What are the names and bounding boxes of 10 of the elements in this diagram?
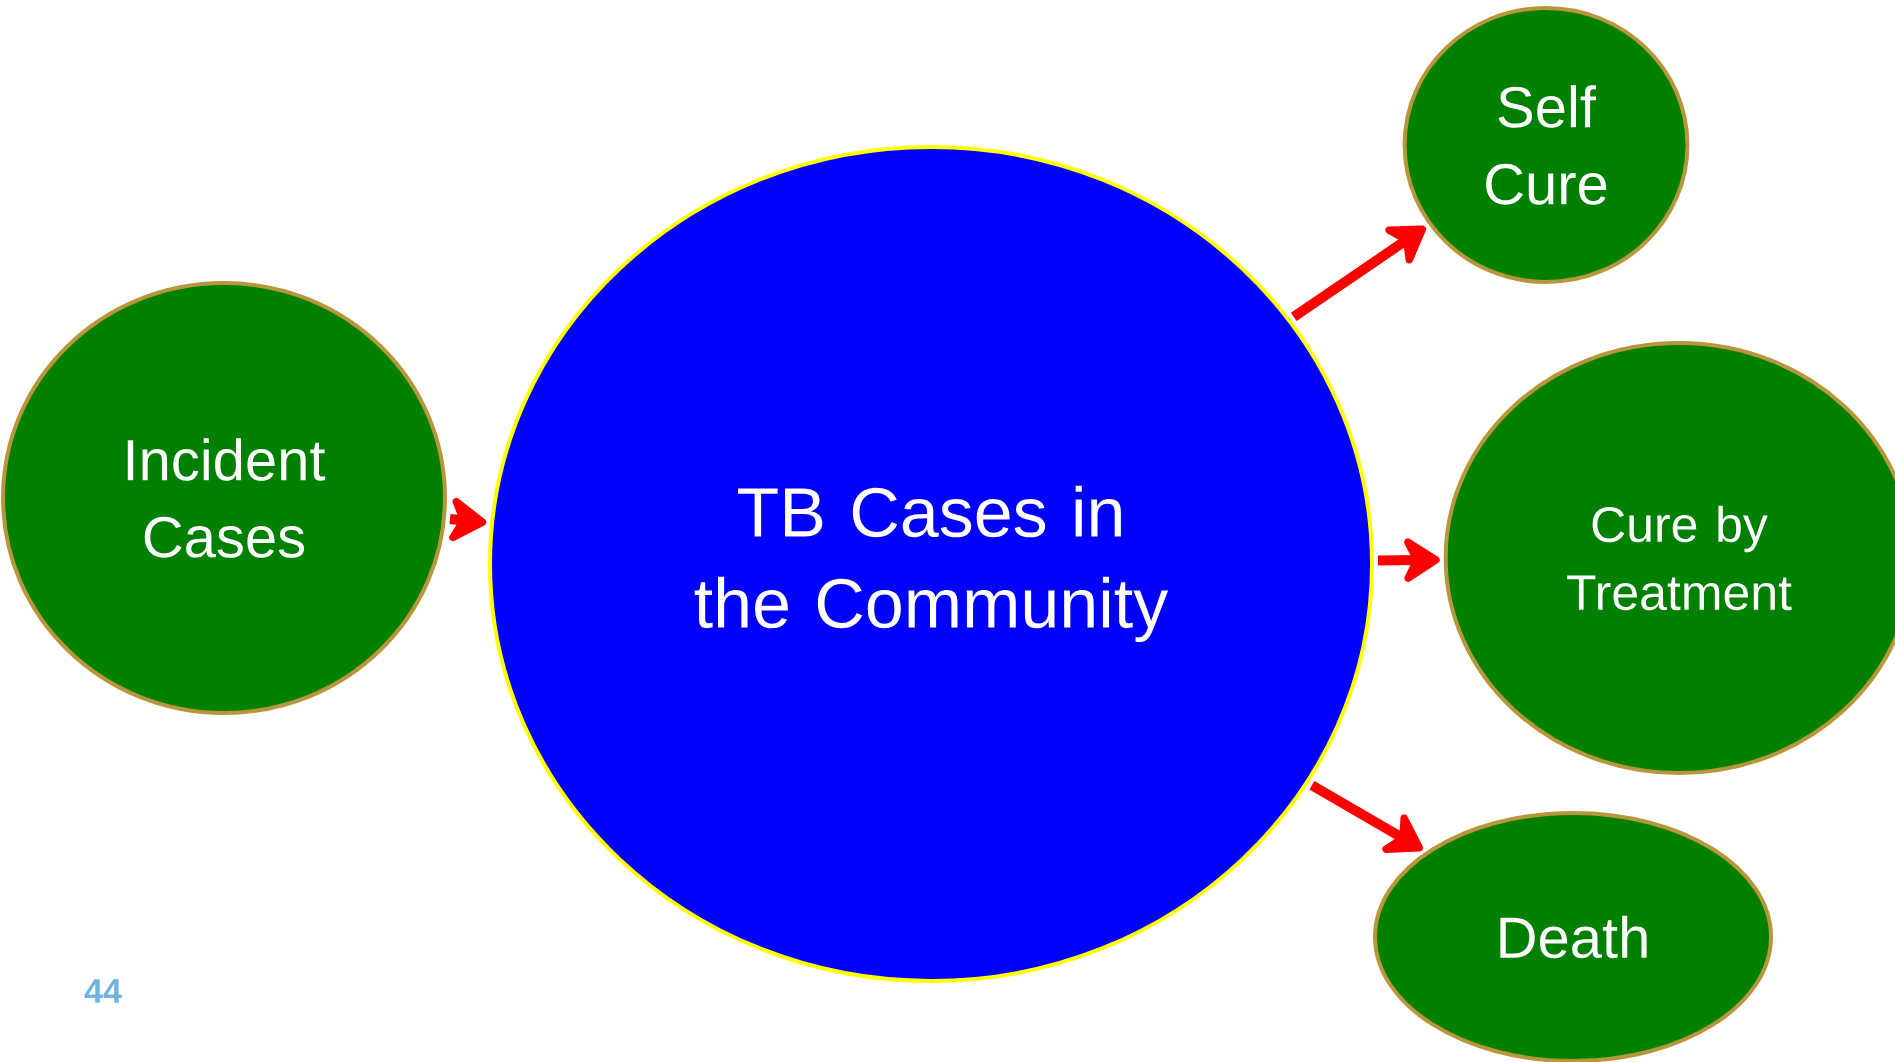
circle-node: Self Cure <box>1402 6 1690 284</box>
arrow <box>1309 780 1424 853</box>
circle-node: TB Cases in the Community <box>488 145 1374 983</box>
circle-node: Incident Cases <box>1 281 447 715</box>
circle-node: Death <box>1373 811 1773 1062</box>
page-number: 44 <box>84 979 122 1003</box>
circle-node: Cure by Treatment <box>1443 341 1895 775</box>
arrow <box>1290 225 1427 321</box>
arrow <box>1377 538 1440 582</box>
arrow <box>449 497 487 542</box>
